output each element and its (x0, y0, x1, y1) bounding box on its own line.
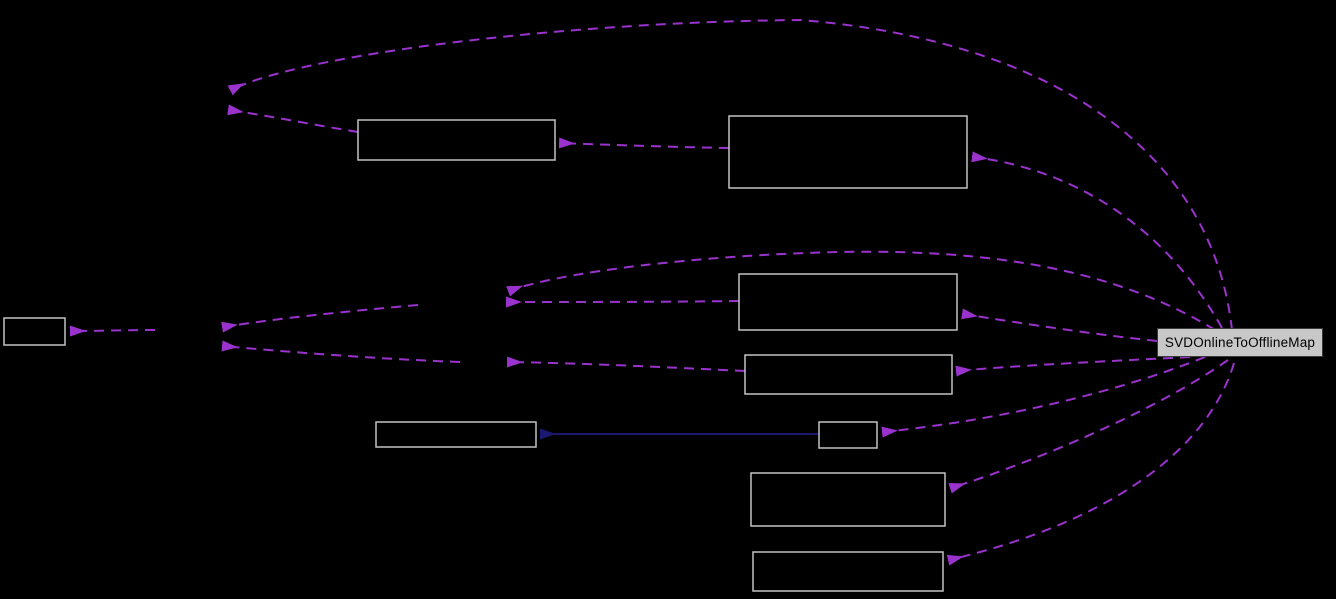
node-box-top-right[interactable] (728, 115, 968, 189)
node-box-small[interactable] (818, 421, 878, 449)
node-box-far-left[interactable] (3, 317, 66, 346)
edge-main-to-bottom-upper-box (948, 359, 1229, 494)
edge-hidden-c-to-hidden-d (221, 340, 461, 363)
edge-main-to-middle-hidden (506, 250, 1216, 331)
edge-middle-lower-to-hidden (506, 356, 746, 372)
node-box-inherit-base[interactable] (375, 421, 537, 448)
edge-main-to-small-box (881, 356, 1206, 438)
edge-main-to-bottom-lower-box (946, 362, 1235, 566)
edge-main-to-middle-lower-box (955, 356, 1191, 377)
node-box-middle-lower[interactable] (744, 354, 953, 395)
edge-main-to-topleft-arc (227, 18, 1233, 331)
edge-topleft-box-to-hidden (227, 104, 359, 133)
node-box-middle-upper[interactable] (738, 273, 958, 331)
main-class-label: SVDOnlineToOfflineMap (1164, 334, 1316, 350)
node-box-bottom-lower[interactable] (752, 551, 944, 592)
edge-topright-to-topleft-box (558, 137, 730, 149)
edge-main-to-topright-box (971, 151, 1223, 329)
edge-main-to-middle-upper-box (961, 308, 1158, 342)
main-class-node[interactable]: SVDOnlineToOfflineMap (1157, 328, 1323, 357)
edge-hidden-b-to-hidden-d (221, 304, 419, 333)
node-box-top-left[interactable] (357, 119, 556, 161)
edge-middle-upper-to-hidden (505, 296, 740, 308)
node-box-bottom-upper[interactable] (750, 472, 946, 527)
edge-hidden-d-to-farleft-box (69, 325, 156, 337)
